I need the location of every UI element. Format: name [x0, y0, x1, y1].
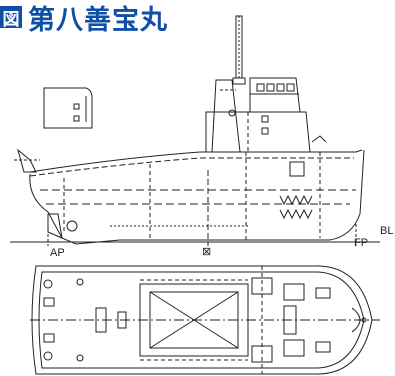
frame-lines [63, 152, 321, 240]
profile-view [10, 15, 380, 246]
ap-label: AP [50, 247, 65, 259]
propeller [66, 220, 78, 232]
funnel [211, 79, 241, 153]
engine-casing [139, 279, 249, 361]
hull-outline [29, 149, 365, 245]
deck-line-inner [29, 157, 354, 177]
door-detail [43, 87, 93, 129]
midship-symbol: ⊠ [202, 246, 211, 258]
mast [232, 15, 246, 85]
stern-post [17, 148, 37, 173]
figure-title-bar: 図 第八善宝丸 [0, 0, 168, 36]
bow-fairlead [351, 307, 361, 333]
figure-title: 第八善宝丸 [28, 4, 168, 36]
bl-label: BL [380, 225, 393, 237]
plan-view [30, 265, 380, 375]
deck-line [29, 149, 363, 173]
deckhouse [205, 111, 327, 177]
fp-label: FP [354, 237, 368, 249]
figure-number-badge: 図 [0, 6, 22, 30]
